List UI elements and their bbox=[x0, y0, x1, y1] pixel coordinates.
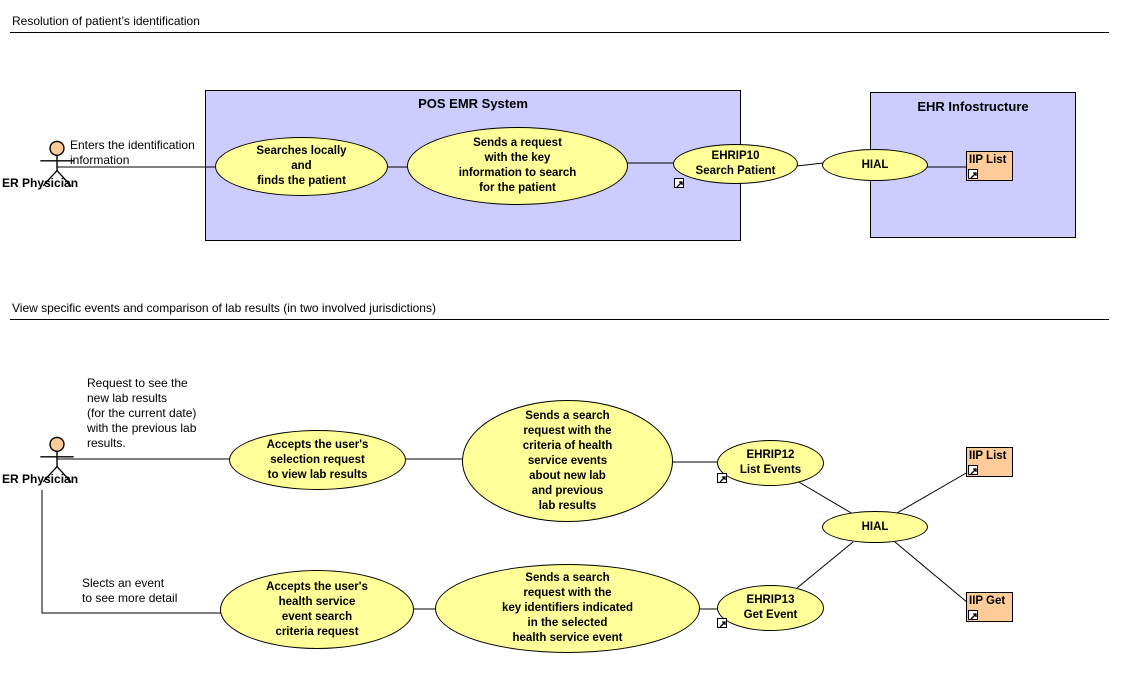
link-arrow-icon bbox=[717, 473, 727, 483]
actor-label: ER Physician bbox=[2, 176, 79, 190]
interface-connector bbox=[796, 541, 854, 589]
hial-node[interactable]: HIAL bbox=[822, 511, 928, 543]
actor-label: ER Physician bbox=[2, 472, 79, 486]
component-label: IIP Get bbox=[969, 595, 1006, 607]
actor-icon bbox=[40, 140, 74, 187]
interface-ehrip10[interactable]: EHRIP10 Search Patient bbox=[673, 144, 798, 184]
interface-connector bbox=[796, 162, 824, 167]
section-divider bbox=[10, 319, 1109, 320]
actor-connector bbox=[41, 490, 221, 614]
edge-label: Request to see the new lab results (for … bbox=[87, 376, 197, 450]
edge-label: Slects an event to see more detail bbox=[82, 576, 178, 605]
system-title: POS EMR System bbox=[418, 96, 528, 111]
usecase-accept-event-search[interactable]: Accepts the user's health service event … bbox=[220, 570, 414, 649]
component-label: IIP List bbox=[969, 154, 1007, 166]
usecase-send-search-criteria[interactable]: Sends a search request with the criteria… bbox=[462, 400, 673, 522]
usecase-search-locally[interactable]: Searches locally and finds the patient bbox=[215, 137, 388, 196]
interface-ehrip12[interactable]: EHRIP12 List Events bbox=[717, 440, 824, 486]
interface-ehrip13[interactable]: EHRIP13 Get Event bbox=[717, 585, 824, 631]
interface-connector bbox=[896, 471, 969, 514]
link-arrow-icon bbox=[968, 169, 978, 179]
section-title-lab-results: View specific events and comparison of l… bbox=[12, 301, 436, 315]
component-label: IIP List bbox=[969, 450, 1007, 462]
interface-connector bbox=[894, 541, 969, 604]
interface-connector bbox=[796, 480, 854, 515]
link-arrow-icon bbox=[717, 618, 727, 628]
link-arrow-icon bbox=[968, 610, 978, 620]
infostructure-title: EHR Infostructure bbox=[917, 99, 1029, 114]
section-divider bbox=[10, 32, 1109, 33]
usecase-send-key-identifiers[interactable]: Sends a search request with the key iden… bbox=[435, 564, 700, 653]
usecase-send-request[interactable]: Sends a request with the key information… bbox=[407, 127, 628, 205]
actor-icon bbox=[40, 436, 74, 483]
usecase-accept-selection[interactable]: Accepts the user's selection request to … bbox=[229, 430, 406, 490]
link-arrow-icon bbox=[968, 465, 978, 475]
edge-label: Enters the identification information bbox=[70, 138, 195, 167]
link-arrow-icon bbox=[674, 178, 684, 188]
hial-node[interactable]: HIAL bbox=[822, 149, 928, 181]
section-title-identification: Resolution of patient’s identification bbox=[12, 14, 200, 28]
